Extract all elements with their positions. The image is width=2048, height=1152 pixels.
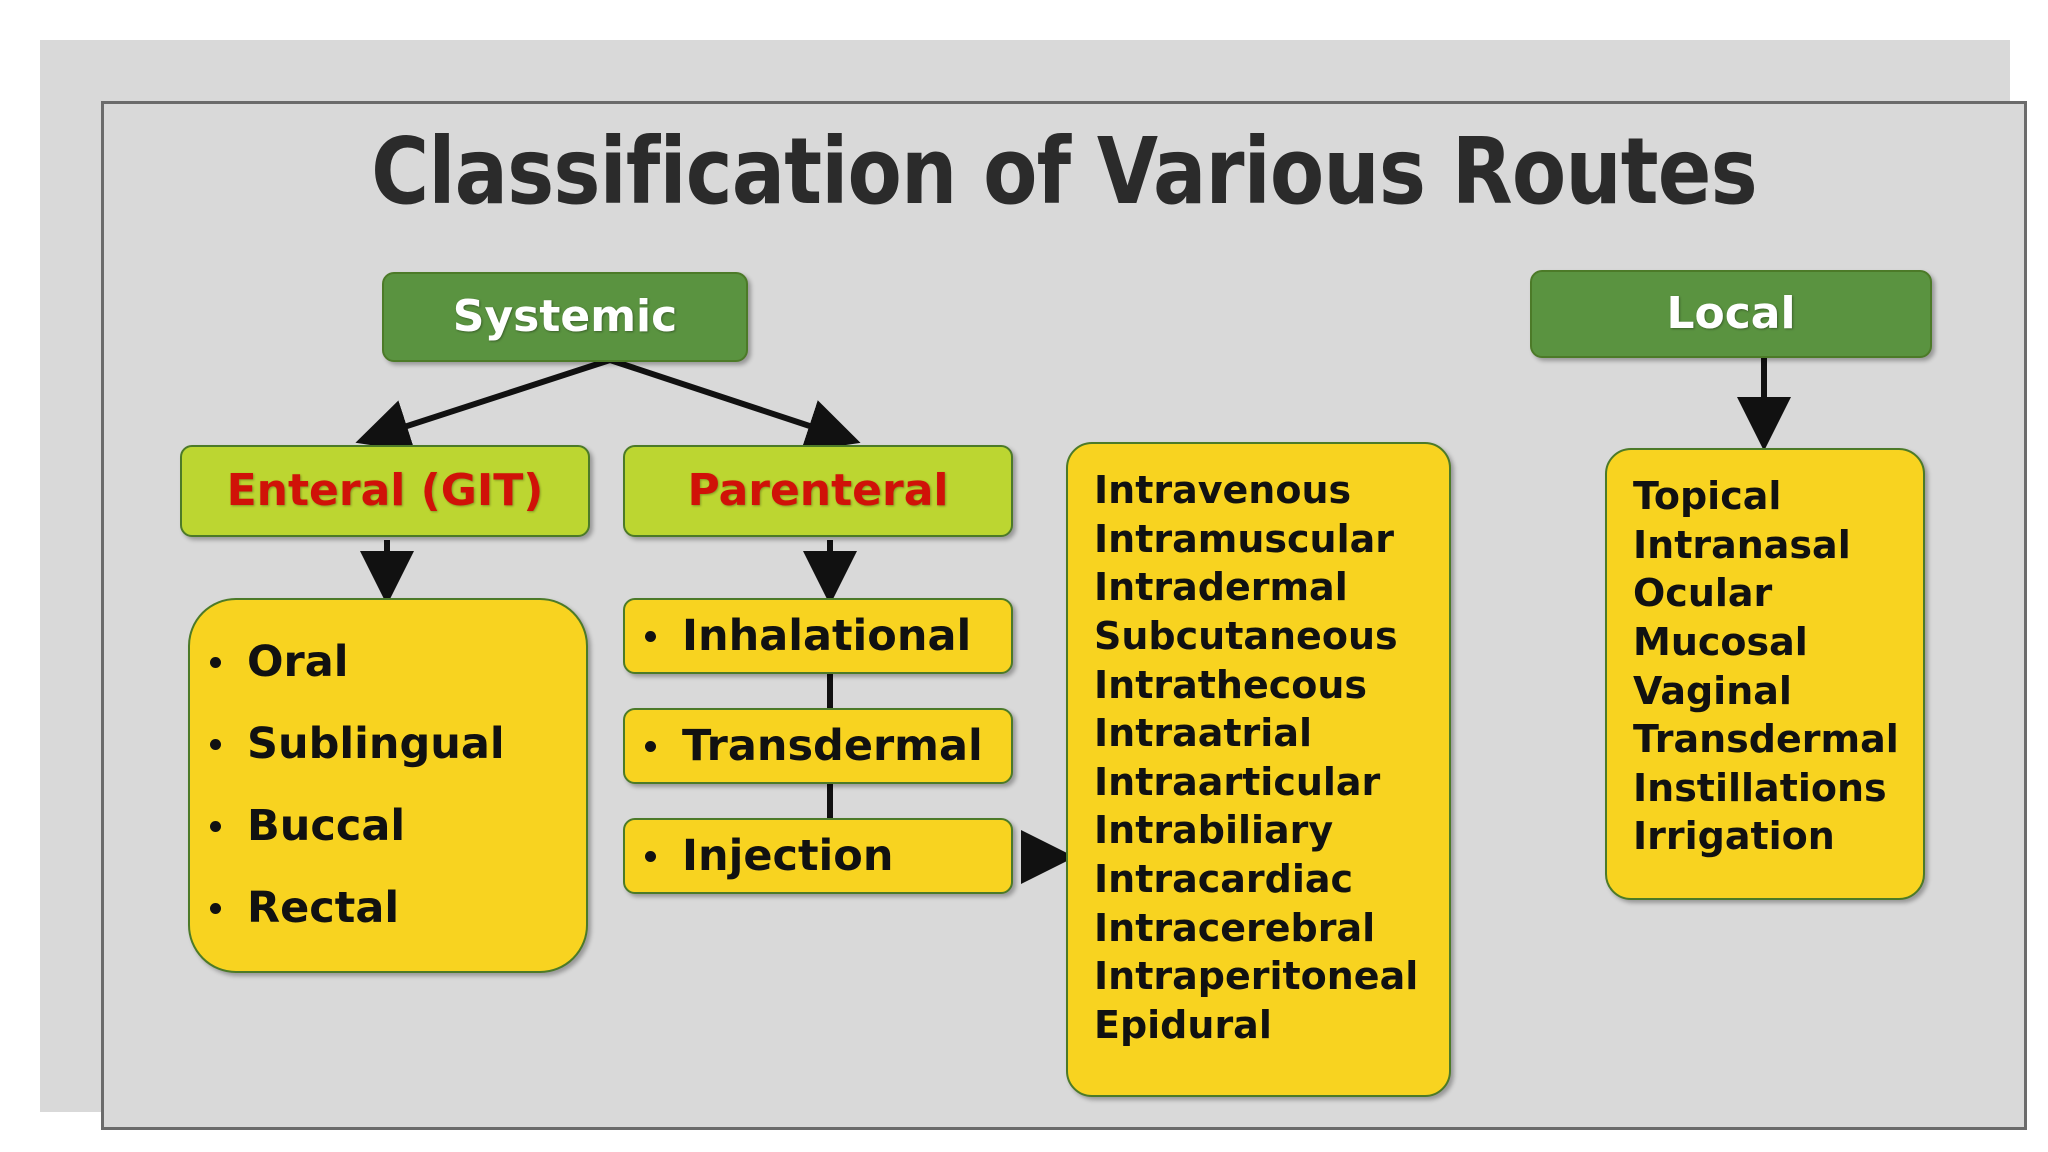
list-item: Inhalational	[625, 610, 972, 661]
local-route-label: Instillations	[1633, 765, 1887, 810]
enteral-route-label: Buccal	[247, 800, 406, 851]
injection-route-label: Intrabiliary	[1094, 808, 1334, 853]
bullet-icon	[645, 630, 656, 642]
injection-route-label: Intrathecous	[1094, 662, 1368, 707]
connector-systemic-split	[348, 357, 868, 458]
injection-route-label: Subcutaneous	[1094, 613, 1398, 658]
slide-canvas: Classification of Various Routes	[40, 40, 2027, 1130]
list-item[interactable]: Oral	[190, 641, 586, 684]
list-item: Injection	[625, 830, 894, 881]
enteral-routes-box: Oral Sublingual Buccal Rectal	[188, 598, 588, 973]
connector-enteral-down	[360, 540, 414, 610]
parenteral-route-label: Inhalational	[682, 610, 972, 661]
connector-parenteral-down	[803, 540, 857, 610]
node-systemic-label: Systemic	[452, 291, 678, 342]
enteral-route-label: Sublingual	[247, 719, 505, 770]
page-title: Classification of Various Routes	[371, 118, 1757, 225]
node-enteral[interactable]: Enteral (GIT)	[180, 445, 590, 537]
bullet-icon	[210, 739, 221, 751]
injection-route-label: Intradermal	[1094, 565, 1348, 610]
node-local[interactable]: Local	[1530, 270, 1932, 358]
parenteral-route-label: Injection	[682, 830, 894, 881]
node-parenteral-label: Parenteral	[687, 465, 949, 516]
list-item: Transdermal	[625, 720, 983, 771]
injection-route-label: Intraperitoneal	[1094, 954, 1419, 999]
local-route-label: Intranasal	[1633, 522, 1851, 567]
local-route-label: Transdermal	[1633, 717, 1899, 762]
local-route-label: Topical	[1633, 474, 1782, 518]
enteral-route-label: Rectal	[247, 882, 400, 933]
node-systemic[interactable]: Systemic	[382, 272, 748, 362]
node-inhalational[interactable]: Inhalational	[623, 598, 1013, 674]
local-route-label: Mucosal	[1633, 619, 1808, 664]
bullet-icon	[210, 902, 221, 914]
node-enteral-label: Enteral (GIT)	[226, 465, 544, 516]
injection-route-label: Epidural	[1094, 1002, 1272, 1047]
node-transdermal[interactable]: Transdermal	[623, 708, 1013, 784]
bullet-icon	[645, 850, 656, 862]
connector-injection-routes	[1021, 830, 1078, 884]
enteral-route-label: Oral	[247, 637, 349, 688]
injection-route-label: Intravenous	[1094, 468, 1352, 512]
node-local-label: Local	[1666, 288, 1796, 339]
list-item[interactable]: Sublingual	[190, 723, 586, 766]
injection-route-label: Intramuscular	[1094, 516, 1394, 561]
node-parenteral[interactable]: Parenteral	[623, 445, 1013, 537]
local-route-label: Irrigation	[1633, 814, 1835, 859]
connector-local-down	[1737, 358, 1791, 456]
injection-route-label: Intracerebral	[1094, 905, 1376, 950]
bullet-icon	[210, 820, 221, 832]
local-route-label: Vaginal	[1633, 668, 1792, 713]
list-item[interactable]: Rectal	[190, 882, 586, 933]
node-injection[interactable]: Injection	[623, 818, 1013, 894]
local-route-label: Ocular	[1633, 571, 1773, 616]
injection-route-label: Intraarticular	[1094, 759, 1381, 804]
bullet-icon	[210, 657, 221, 669]
parenteral-route-label: Transdermal	[682, 720, 983, 771]
injection-route-label: Intracardiac	[1094, 857, 1354, 901]
list-item[interactable]: Buccal	[190, 800, 586, 851]
injection-route-label: Intraatrial	[1094, 711, 1312, 756]
bullet-icon	[645, 740, 656, 752]
